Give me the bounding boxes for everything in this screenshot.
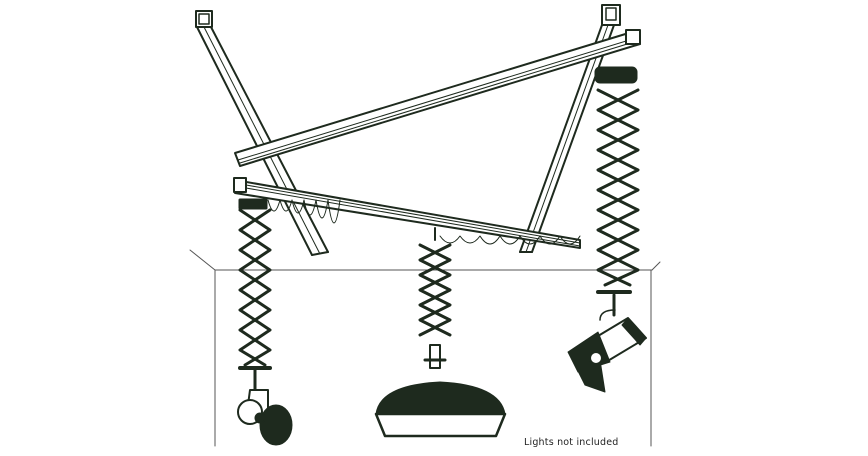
pantograph-left — [238, 198, 272, 370]
dish-reflector-center — [374, 344, 507, 438]
barndoor-fresnel-right — [567, 293, 647, 393]
caption-lights-not-included: Lights not included — [524, 437, 619, 448]
diagonal-rail-right — [519, 4, 621, 253]
cable-loops — [267, 199, 581, 245]
pantograph-right — [594, 66, 640, 294]
room-outline — [189, 249, 661, 447]
spotlight-round-left — [237, 368, 293, 446]
pantograph-center — [418, 227, 452, 337]
lower-crossbar — [233, 177, 581, 249]
upper-crossbar — [234, 29, 641, 167]
